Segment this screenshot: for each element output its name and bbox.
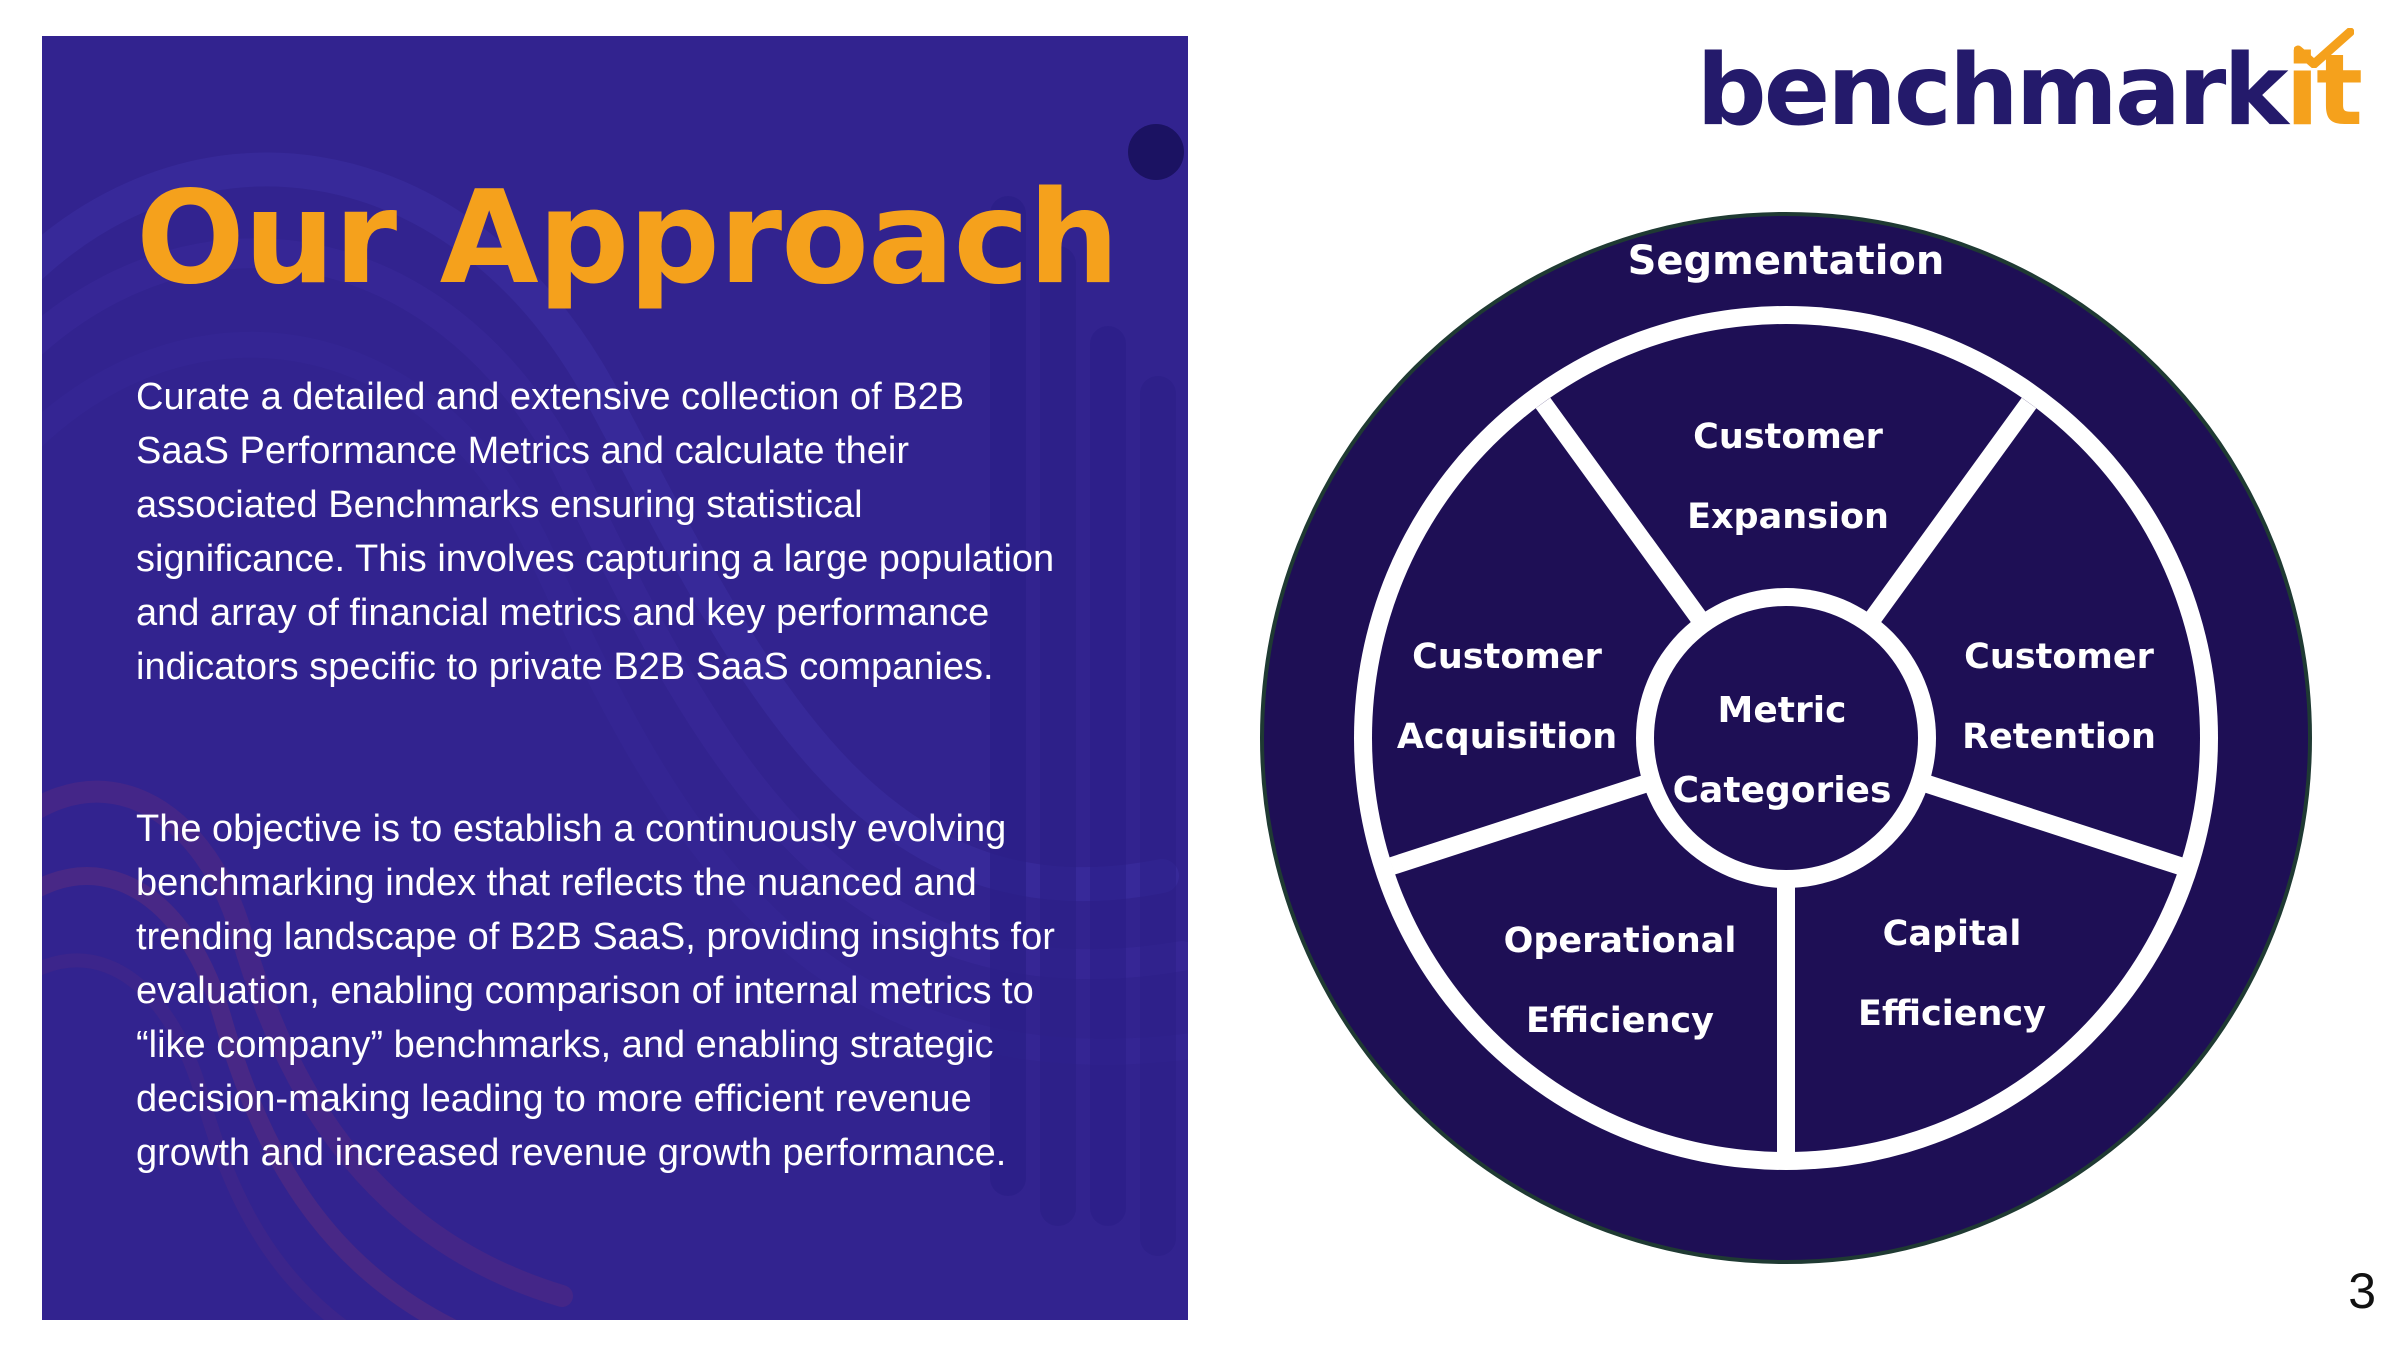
segmentation-label: Segmentation [1628,238,1945,284]
segment-retention-line-1: Customer [1964,637,2154,677]
segment-retention-line-2: Retention [1962,717,2156,757]
segment-capital-line-1: Capital [1883,914,2022,954]
segment-acquisition-line-1: Customer [1412,637,1602,677]
benchmarkit-logo: benchmark it [1696,28,2363,148]
segment-operational-line-2: Efficiency [1526,1001,1714,1041]
segment-expansion-line-1: Customer [1693,417,1883,457]
approach-paragraph-2: The objective is to establish a continuo… [136,808,1055,1174]
logo-text-main: benchmark [1696,34,2289,148]
background-swirl-graphic [42,124,1188,1320]
slide-title: Our Approach [136,164,1119,313]
segment-capital-line-2: Efficiency [1858,994,2046,1034]
approach-paragraph-1: Curate a detailed and extensive collecti… [136,376,1055,688]
segment-acquisition-line-2: Acquisition [1397,717,1617,757]
checkmark-icon [2293,28,2354,68]
segment-expansion-line-2: Expansion [1687,497,1889,537]
page-number: 3 [2348,1263,2376,1319]
center-hub [1654,606,1918,870]
center-label-line-2: Categories [1673,770,1892,811]
logo-text-accent: it [2286,28,2363,146]
segment-operational-line-1: Operational [1504,921,1737,961]
metric-categories-wheel: Segmentation Metric Categories Customer … [1260,212,2312,1264]
approach-panel: Our Approach Curate a detailed and exten… [42,36,1188,1320]
center-label-line-1: Metric [1718,690,1847,731]
